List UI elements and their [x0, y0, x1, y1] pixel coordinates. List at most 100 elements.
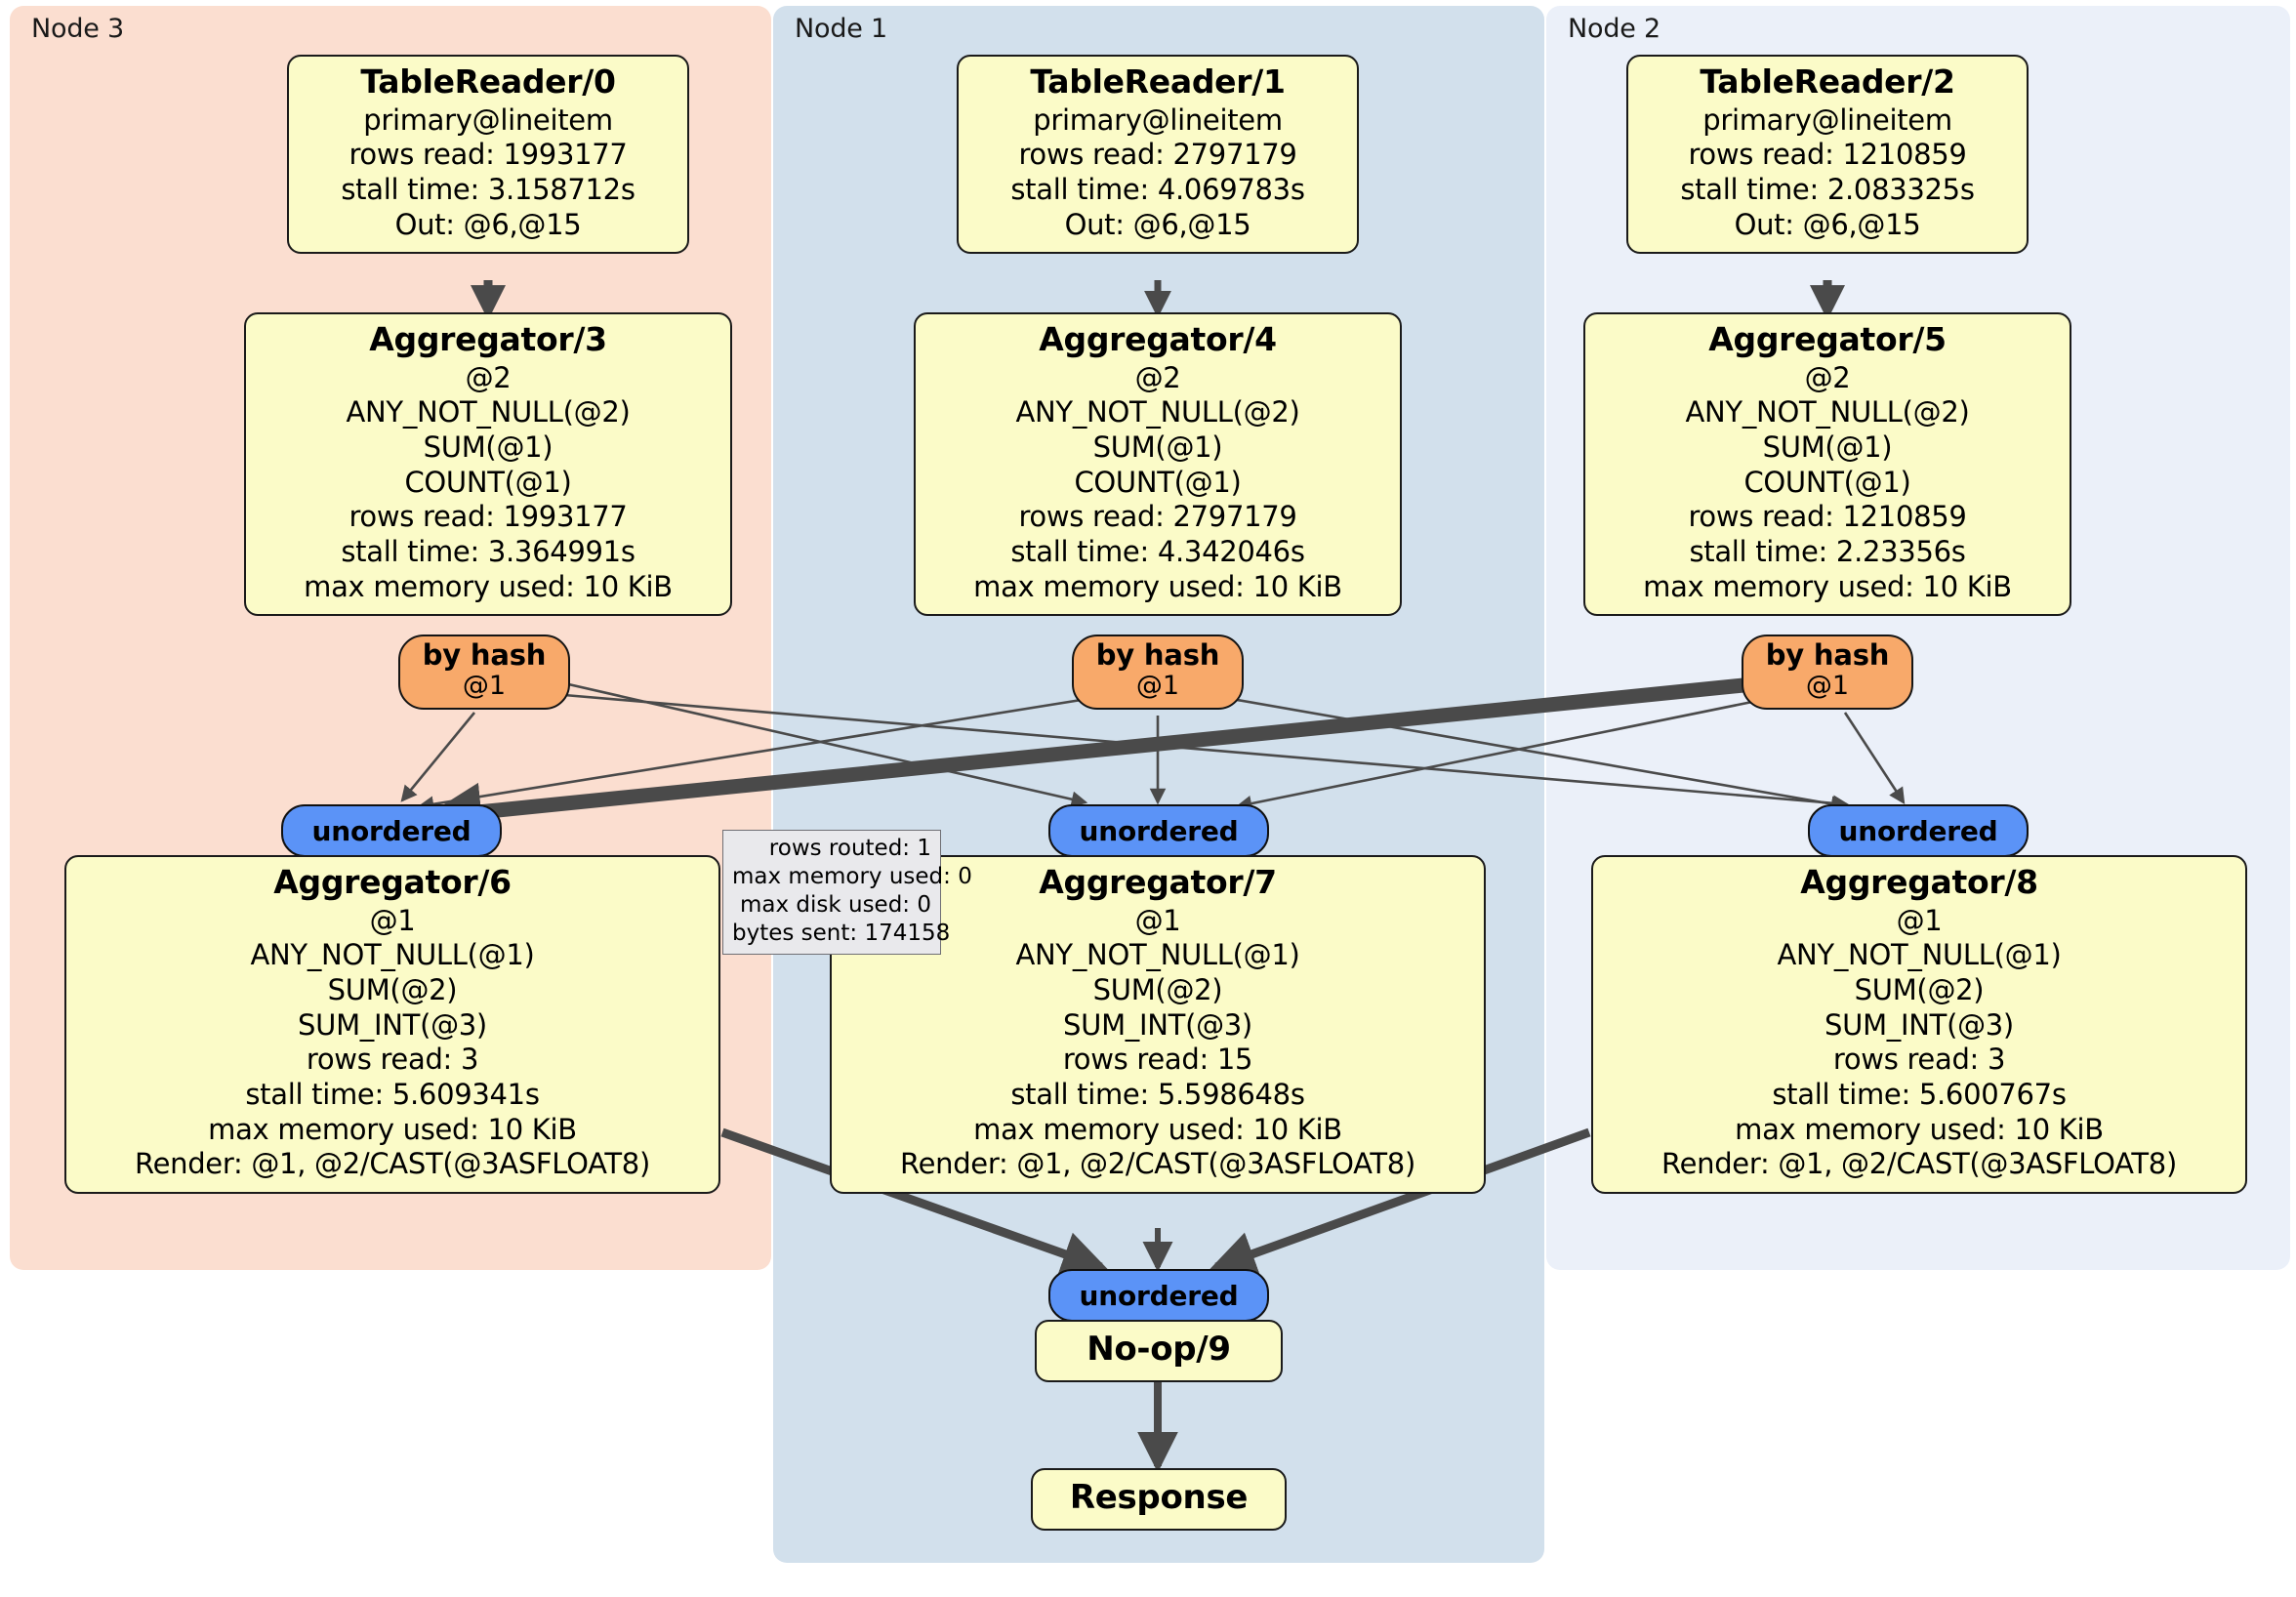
processor-line: max memory used: 10 KiB: [973, 1112, 1342, 1146]
processor-title: TableReader/2: [1700, 62, 1955, 101]
processor-line: @1: [1134, 903, 1181, 937]
processor-line: COUNT(@1): [1743, 465, 1911, 499]
processor-line: ANY_NOT_NULL(@2): [1685, 395, 1970, 430]
processor-line: SUM(@2): [327, 972, 458, 1006]
router-subtitle: @1: [462, 671, 507, 702]
processor-line: SUM(@1): [1762, 430, 1893, 464]
processor-line: rows read: 1210859: [1688, 138, 1967, 172]
processor-line: max memory used: 10 KiB: [973, 569, 1342, 603]
processor-title: Aggregator/4: [1039, 320, 1277, 358]
tooltip-line: bytes sent: 174158: [732, 920, 951, 946]
router-by-hash-node3[interactable]: by hash @1: [398, 635, 570, 710]
processor-noop-9[interactable]: No-op/9: [1035, 1320, 1283, 1382]
processor-tablereader-1[interactable]: TableReader/1 primary@lineitem rows read…: [957, 55, 1359, 255]
router-by-hash-node2[interactable]: by hash @1: [1742, 635, 1913, 710]
node-panel-label-node1: Node 1: [795, 14, 888, 44]
processor-line: SUM_INT(@3): [298, 1007, 487, 1042]
processor-line: SUM(@2): [1092, 972, 1223, 1006]
processor-line: stall time: 2.23356s: [1689, 534, 1966, 568]
router-subtitle: @1: [1805, 671, 1850, 702]
processor-line: Render: @1, @2/CAST(@3ASFLOAT8): [1661, 1147, 2177, 1181]
processor-line: ANY_NOT_NULL(@2): [346, 395, 631, 430]
processor-line: COUNT(@1): [404, 465, 572, 499]
processor-line: rows read: 15: [1062, 1043, 1253, 1077]
processor-line: stall time: 3.158712s: [341, 172, 636, 206]
node-panel-label-node3: Node 3: [31, 14, 125, 44]
router-title: by hash: [422, 638, 547, 672]
router-title: by hash: [1095, 638, 1220, 672]
tooltip-line: max memory used: 0: [732, 863, 972, 889]
router-title: by hash: [1765, 638, 1890, 672]
synchronizer-label: unordered: [1838, 814, 1998, 847]
processor-title: Aggregator/7: [1039, 863, 1277, 901]
processor-aggregator-3[interactable]: Aggregator/3 @2 ANY_NOT_NULL(@2) SUM(@1)…: [244, 312, 732, 617]
processor-line: @2: [1804, 360, 1851, 394]
synchronizer-label: unordered: [1079, 1279, 1239, 1312]
processor-line: stall time: 5.609341s: [245, 1077, 540, 1111]
processor-line: rows read: 2797179: [1018, 138, 1297, 172]
processor-line: rows read: 3: [306, 1043, 479, 1077]
processor-line: @2: [465, 360, 512, 394]
tooltip-line: max disk used: 0: [739, 891, 931, 918]
processor-line: max memory used: 10 KiB: [1643, 569, 2012, 603]
processor-line: stall time: 5.600767s: [1772, 1077, 2067, 1111]
tooltip-line: rows routed: 1: [768, 836, 931, 861]
processor-line: stall time: 2.083325s: [1680, 172, 1975, 206]
processor-aggregator-7[interactable]: Aggregator/7 @1 ANY_NOT_NULL(@1) SUM(@2)…: [830, 855, 1486, 1194]
processor-line: SUM(@2): [1854, 972, 1985, 1006]
processor-line: Out: @6,@15: [1734, 207, 1921, 241]
processor-line: primary@lineitem: [1033, 102, 1283, 137]
processor-line: max memory used: 10 KiB: [1735, 1112, 2104, 1146]
node-panel-label-node2: Node 2: [1568, 14, 1661, 44]
router-subtitle: @1: [1135, 671, 1180, 702]
processor-response[interactable]: Response: [1031, 1468, 1287, 1531]
synchronizer-unordered-node2[interactable]: unordered: [1808, 804, 2029, 857]
processor-line: SUM_INT(@3): [1824, 1007, 2014, 1042]
processor-line: stall time: 4.069783s: [1010, 172, 1305, 206]
processor-line: @1: [1896, 903, 1943, 937]
processor-line: rows read: 1993177: [348, 138, 628, 172]
synchronizer-unordered-node3[interactable]: unordered: [281, 804, 502, 857]
processor-line: Out: @6,@15: [1064, 207, 1251, 241]
processor-title: Aggregator/6: [273, 863, 512, 901]
processor-line: max memory used: 10 KiB: [208, 1112, 577, 1146]
synchronizer-unordered-node1[interactable]: unordered: [1048, 804, 1269, 857]
processor-line: ANY_NOT_NULL(@1): [250, 938, 535, 972]
processor-title: No-op/9: [1086, 1330, 1231, 1369]
processor-line: rows read: 2797179: [1018, 500, 1297, 534]
processor-line: SUM(@1): [1092, 430, 1223, 464]
stream-stats-tooltip: rows routed: 1 max memory used: 0 max di…: [722, 830, 972, 955]
processor-line: primary@lineitem: [363, 102, 613, 137]
processor-line: ANY_NOT_NULL(@1): [1777, 938, 2062, 972]
processor-tablereader-2[interactable]: TableReader/2 primary@lineitem rows read…: [1626, 55, 2029, 255]
processor-title: TableReader/1: [1030, 62, 1286, 101]
processor-line: rows read: 3: [1832, 1043, 2006, 1077]
processor-aggregator-6[interactable]: Aggregator/6 @1 ANY_NOT_NULL(@1) SUM(@2)…: [64, 855, 720, 1194]
processor-line: rows read: 1210859: [1688, 500, 1967, 534]
processor-title: Aggregator/5: [1708, 320, 1947, 358]
processor-line: Render: @1, @2/CAST(@3ASFLOAT8): [135, 1147, 650, 1181]
processor-aggregator-4[interactable]: Aggregator/4 @2 ANY_NOT_NULL(@2) SUM(@1)…: [914, 312, 1402, 617]
processor-line: Out: @6,@15: [394, 207, 582, 241]
processor-line: SUM(@1): [423, 430, 554, 464]
processor-line: @2: [1134, 360, 1181, 394]
processor-line: stall time: 3.364991s: [341, 534, 636, 568]
synchronizer-unordered-final[interactable]: unordered: [1048, 1269, 1269, 1322]
processor-line: COUNT(@1): [1074, 465, 1242, 499]
processor-line: @1: [369, 903, 416, 937]
processor-title: Response: [1069, 1478, 1249, 1517]
processor-aggregator-8[interactable]: Aggregator/8 @1 ANY_NOT_NULL(@1) SUM(@2)…: [1591, 855, 2247, 1194]
processor-line: rows read: 1993177: [348, 500, 628, 534]
processor-tablereader-0[interactable]: TableReader/0 primary@lineitem rows read…: [287, 55, 689, 255]
synchronizer-label: unordered: [1079, 814, 1239, 847]
processor-aggregator-5[interactable]: Aggregator/5 @2 ANY_NOT_NULL(@2) SUM(@1)…: [1583, 312, 2071, 617]
processor-line: ANY_NOT_NULL(@2): [1015, 395, 1300, 430]
processor-line: stall time: 4.342046s: [1010, 534, 1305, 568]
processor-title: Aggregator/8: [1800, 863, 2038, 901]
processor-title: Aggregator/3: [369, 320, 607, 358]
router-by-hash-node1[interactable]: by hash @1: [1072, 635, 1244, 710]
processor-title: TableReader/0: [360, 62, 616, 101]
processor-line: stall time: 5.598648s: [1010, 1077, 1305, 1111]
processor-line: max memory used: 10 KiB: [304, 569, 673, 603]
